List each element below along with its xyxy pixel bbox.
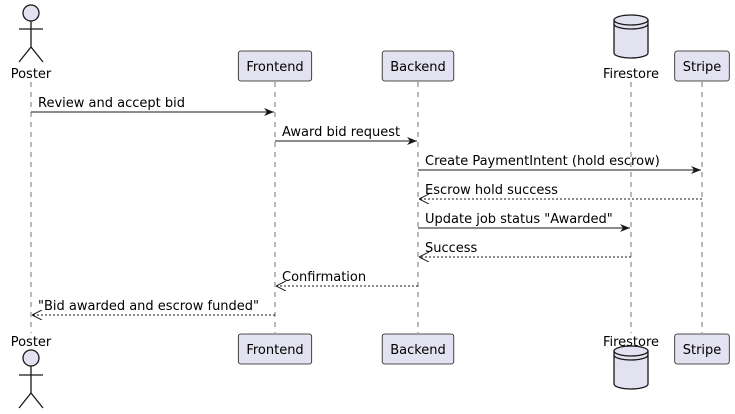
participant-box <box>674 333 730 365</box>
participant-label: Backend <box>390 60 446 75</box>
actor-icon <box>18 4 44 63</box>
participant-label: Stripe <box>683 60 722 75</box>
message-confirmation: Confirmation <box>276 270 418 286</box>
message-create-paymentintent-hold-escrow: Create PaymentIntent (hold escrow) <box>418 154 701 174</box>
participant-stripe-bottom: Stripe <box>674 333 730 365</box>
participant-backend-top: Backend <box>381 50 455 82</box>
participant-box <box>237 333 313 365</box>
database-icon <box>613 14 649 59</box>
participant-label: Frontend <box>246 343 303 358</box>
message-label: Escrow hold success <box>425 183 558 198</box>
actor-label: Poster <box>11 335 52 350</box>
participant-box <box>381 333 455 365</box>
message-label: Confirmation <box>282 270 366 285</box>
participant-label: Stripe <box>683 343 722 358</box>
participant-box <box>237 50 313 82</box>
actor-poster-bottom: Poster <box>11 335 52 409</box>
database-firestore-bottom: Firestore <box>603 335 659 390</box>
message-label: Create PaymentIntent (hold escrow) <box>425 154 660 169</box>
message-update-job-status-awarded: Update job status "Awarded" <box>418 212 630 232</box>
database-icon <box>613 345 649 390</box>
actor-label: Poster <box>11 67 52 82</box>
participant-box <box>381 50 455 82</box>
message-label: Review and accept bid <box>38 96 185 111</box>
actor-poster-top: Poster <box>11 4 52 82</box>
message-label: Success <box>425 241 478 256</box>
message-review-and-accept-bid: Review and accept bid <box>31 96 274 116</box>
message-label: Award bid request <box>282 125 400 140</box>
participant-stripe-top: Stripe <box>674 50 730 82</box>
database-label: Firestore <box>603 67 659 82</box>
message-label: "Bid awarded and escrow funded" <box>38 299 259 314</box>
participant-label: Frontend <box>246 60 303 75</box>
actor-icon <box>18 349 44 409</box>
database-firestore-top: Firestore <box>603 14 659 82</box>
participant-frontend-top: Frontend <box>237 50 313 82</box>
message-award-bid-request: Award bid request <box>275 125 417 145</box>
participant-backend-bottom: Backend <box>381 333 455 365</box>
database-label: Firestore <box>603 335 659 350</box>
participant-frontend-bottom: Frontend <box>237 333 313 365</box>
message-bid-awarded-and-escrow-funded: "Bid awarded and escrow funded" <box>32 299 275 315</box>
participant-box <box>674 50 730 82</box>
message-success: Success <box>419 241 631 257</box>
message-escrow-hold-success: Escrow hold success <box>419 183 702 199</box>
participant-label: Backend <box>390 343 446 358</box>
message-label: Update job status "Awarded" <box>425 212 613 227</box>
